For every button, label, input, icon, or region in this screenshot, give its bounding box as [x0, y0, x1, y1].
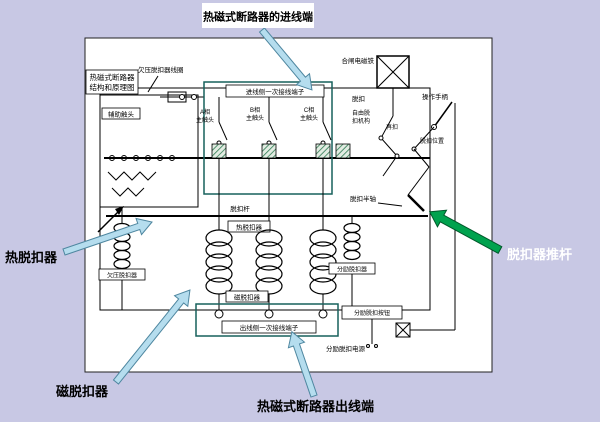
main-contact-box: 进线侧一次接线端子 A相 主触头 B相 主触头 C相 主触头 [196, 81, 333, 195]
diagram-title-line1: 热磁式断路器 [90, 72, 135, 82]
trip-coils [205, 229, 337, 295]
callout-arrow-magnetic [112, 289, 191, 385]
callout-magnetic-label: 磁脱扣器 [56, 384, 109, 399]
phase-c-label-1: C相 [304, 106, 314, 114]
callout-arrow-thermal [62, 217, 153, 256]
trip-label: 脱扣 [352, 94, 365, 103]
half-shaft-label: 脱扣半轴 [350, 194, 377, 203]
uv-release-label: 欠压脱扣器 [107, 272, 137, 280]
callout-inlet-label: 热磁式断路器的进线端 [203, 10, 313, 24]
shunt-release-label: 分励脱扣器 [337, 266, 367, 274]
closing-magnet-label: 合闸电磁铁 [342, 56, 375, 65]
shunt-release: 分励脱扣器 分励脱扣按钮 分励脱扣电源 [326, 216, 403, 353]
callout-pushrod-label: 脱扣器推杆 [507, 247, 572, 262]
terminal-block-hatches [211, 143, 351, 159]
magnetic-release-label: 磁脱扣器 [234, 293, 261, 302]
trip-pushrod-lever [407, 194, 425, 212]
uv-coil-label: 欠压脱扣器线圈 [138, 65, 184, 93]
callout-arrow-inlet [258, 27, 313, 91]
thermal-release-labelbox: 热脱扣器 [227, 220, 271, 233]
out-terminal-label: 出线侧一次接线端子 [240, 323, 299, 332]
phase-a-label-1: A相 [200, 108, 210, 116]
handle-lever [433, 101, 453, 128]
callout-outlet-label: 热磁式断路器出线端 [257, 399, 374, 414]
diagram-title-block: 热磁式断路器 结构和原理图 [85, 69, 139, 95]
phase-c-label-2: 主触头 [300, 114, 318, 122]
callout-inlet: 热磁式断路器的进线端 [202, 3, 314, 28]
handle-label: 操作手柄 [422, 92, 449, 101]
thermal-release-label: 热脱扣器 [236, 223, 263, 232]
uv-coil-label-text: 欠压脱扣器线圈 [138, 65, 184, 74]
phase-conductors [218, 158, 324, 310]
phase-b-label-1: B相 [250, 106, 260, 114]
diagram-title-line2: 结构和原理图 [90, 82, 135, 92]
magnetic-release-labelbox: 磁脱扣器 [225, 290, 269, 303]
operating-mechanism: 合闸电磁铁 脱扣 自由脱 扣机构 再扣 操作手柄 脱扣位置 脱扣半轴 [342, 55, 456, 338]
callout-arrow-pushrod [428, 209, 503, 255]
shunt-button-label: 分励脱扣按钮 [354, 309, 390, 317]
shunt-power-label: 分励脱扣电源 [326, 344, 366, 353]
outgoing-terminal-box: 出线侧一次接线端子 [195, 303, 339, 337]
free-trip-label-1: 自由脱 [352, 109, 370, 117]
shunt-switch-symbol [395, 322, 411, 338]
phase-a-label-2: 主触头 [196, 116, 214, 124]
aux-contact-label: 辅助触头 [108, 110, 135, 119]
relatch-label: 再扣 [386, 123, 398, 131]
phase-b-label-2: 主触头 [246, 114, 264, 122]
free-trip-label-2: 扣机构 [352, 117, 370, 125]
trip-bar: 脱扣杆 [106, 204, 428, 217]
in-terminal-label: 进线侧一次接线端子 [246, 87, 305, 96]
trip-bar-label: 脱扣杆 [230, 204, 250, 213]
left-assembly: 辅助触头 [97, 91, 204, 233]
callout-arrow-outlet [287, 330, 318, 398]
trip-position-label: 脱扣位置 [420, 137, 444, 145]
callout-thermal-label: 热脱扣器 [5, 250, 58, 265]
